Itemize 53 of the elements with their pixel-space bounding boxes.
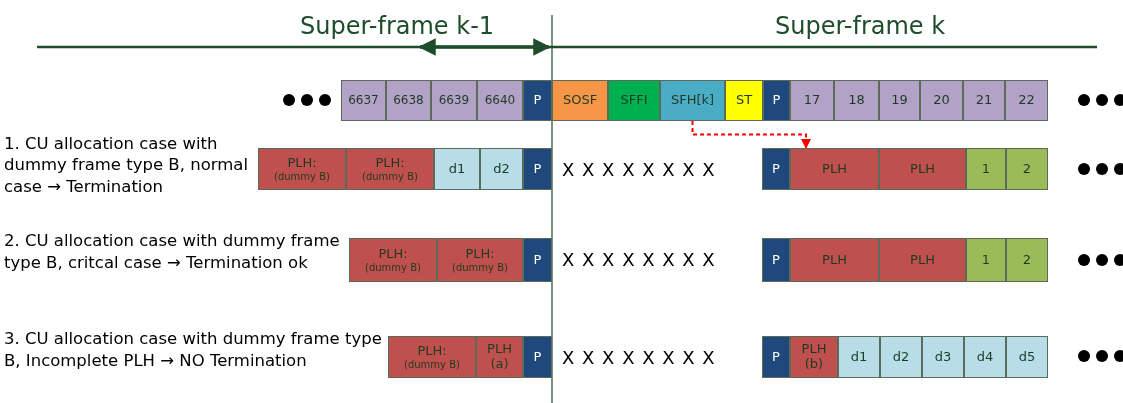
- frame-cell: 19: [879, 80, 920, 121]
- frame-cell: PLH: [879, 148, 966, 190]
- frame-cell: P: [523, 238, 552, 282]
- frame-cell: SFFI: [608, 80, 660, 121]
- frame-cell: 6640: [477, 80, 523, 121]
- frame-cell: 1: [966, 238, 1006, 282]
- frame-cell: 6637: [341, 80, 386, 121]
- frame-cell: d1: [434, 148, 480, 190]
- frame-cell: 1: [966, 148, 1006, 190]
- frame-cell: 18: [834, 80, 879, 121]
- frame-cell: 22: [1005, 80, 1048, 121]
- frame-cell: 2: [1006, 238, 1048, 282]
- section-title: Super-frame k: [775, 11, 947, 42]
- frame-cell: PLH: [879, 238, 966, 282]
- frame-cell: PLH: (dummy B): [437, 238, 523, 282]
- frame-cell: d3: [922, 336, 964, 378]
- frame-cell: d1: [838, 336, 880, 378]
- frame-cell: PLH: (dummy B): [258, 148, 346, 190]
- section-title: Super-frame k-1: [300, 11, 496, 42]
- frame-cell: 17: [790, 80, 834, 121]
- empty-slots: X X X X X X X X: [562, 158, 757, 183]
- frame-cell: PLH (a): [476, 336, 523, 378]
- frame-cell: d2: [880, 336, 922, 378]
- frame-cell: SOSF: [552, 80, 608, 121]
- frame-cell: P: [762, 148, 790, 190]
- frame-cell: 2: [1006, 148, 1048, 190]
- frame-cell: PLH: [790, 148, 879, 190]
- case-description: 2. CU allocation case with dummy frame type B, critcal case → Termination ok: [4, 230, 341, 275]
- frame-cell: PLH: (dummy B): [349, 238, 437, 282]
- empty-slots: X X X X X X X X: [562, 346, 757, 371]
- case-description: 3. CU allocation case with dummy frame type B, Incomplete PLH → NO Termination: [4, 328, 383, 373]
- frame-cell: P: [523, 80, 552, 121]
- frame-cell: 6638: [386, 80, 431, 121]
- frame-cell: PLH: [790, 238, 879, 282]
- frame-cell: P: [523, 148, 552, 190]
- frame-cell: d2: [480, 148, 523, 190]
- frame-cell: P: [523, 336, 552, 378]
- frame-cell: PLH (b): [790, 336, 838, 378]
- frame-cell: 20: [920, 80, 963, 121]
- case-description: 1. CU allocation case with dummy frame type B, normal case → Termination: [4, 133, 249, 198]
- frame-cell: d4: [964, 336, 1006, 378]
- frame-cell: ST: [725, 80, 763, 121]
- frame-cell: 21: [963, 80, 1005, 121]
- dashed-arrow: [691, 120, 811, 149]
- frame-cell: PLH: (dummy B): [388, 336, 476, 378]
- frame-cell: 6639: [431, 80, 477, 121]
- frame-cell: P: [762, 238, 790, 282]
- frame-cell: d5: [1006, 336, 1048, 378]
- frame-cell: P: [762, 336, 790, 378]
- frame-cell: P: [763, 80, 790, 121]
- frame-cell: PLH: (dummy B): [346, 148, 434, 190]
- frame-cell: SFH[k]: [660, 80, 725, 121]
- empty-slots: X X X X X X X X: [562, 248, 757, 273]
